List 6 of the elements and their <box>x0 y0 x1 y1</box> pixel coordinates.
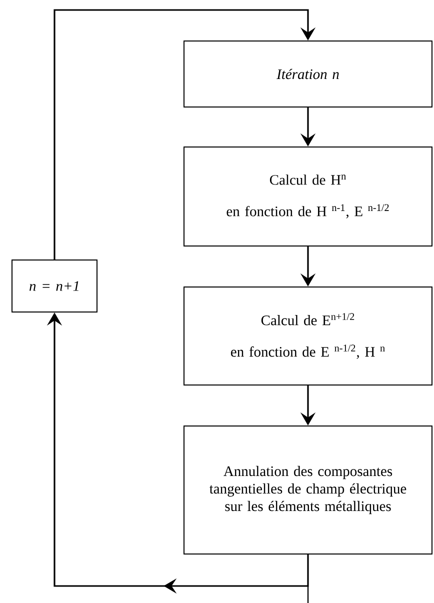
process-box: n = n+1 <box>12 260 98 312</box>
arrow <box>54 9 316 260</box>
process-box: Annulation des composantes tangentielles de champ électrique sur les éléments métalliques <box>184 426 432 554</box>
process-box: Itération n <box>184 40 432 108</box>
process-box: Calcul de H$^{n}$ en fonction de H $^{n-1}$, E $^{n-1/2}$ <box>184 146 432 246</box>
process-box: Calcul de E$^{n+1/2}$ en fonction de E $^{n-1/2}$, H $^{n}$ <box>184 286 432 386</box>
